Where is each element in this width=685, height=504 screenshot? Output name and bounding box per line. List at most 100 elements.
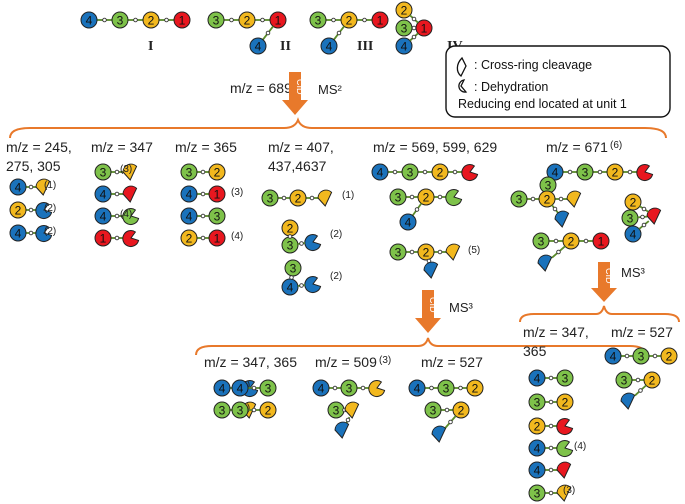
link-dot bbox=[332, 385, 338, 391]
cross-ring-cleavage-icon bbox=[456, 56, 467, 78]
link-dot bbox=[114, 169, 120, 175]
residue-number: 2 bbox=[562, 396, 569, 410]
residue-4 bbox=[431, 425, 447, 443]
residue-number: 3 bbox=[401, 22, 408, 36]
residue-4: 4 bbox=[180, 185, 198, 203]
link-dot bbox=[114, 213, 120, 219]
residue-3: 3 bbox=[532, 232, 550, 250]
residue-number: 3 bbox=[534, 487, 541, 501]
link-dot bbox=[638, 388, 643, 393]
residue-3: 3 bbox=[424, 401, 442, 419]
residue-1: 1 bbox=[415, 19, 433, 37]
residue-number: 2 bbox=[148, 14, 155, 28]
residue-1 bbox=[556, 461, 572, 479]
residue-2: 2 bbox=[556, 393, 574, 411]
footnote-n3: (3) bbox=[231, 187, 243, 198]
residue-number: 4 bbox=[534, 442, 541, 456]
residue-1: 1 bbox=[208, 185, 226, 203]
link-dot bbox=[309, 195, 315, 201]
residue-4 bbox=[35, 202, 53, 220]
residue-number: 2 bbox=[287, 222, 294, 236]
cid-label: CID bbox=[295, 79, 305, 95]
link-dot bbox=[28, 230, 34, 236]
residue-1: 1 bbox=[173, 11, 191, 29]
residue-number: 3 bbox=[290, 262, 297, 276]
residue-2: 2 bbox=[281, 219, 299, 237]
residue-2 bbox=[556, 484, 572, 502]
footnote-n4: (4) bbox=[120, 209, 132, 220]
residue-number: 4 bbox=[552, 166, 559, 180]
link-dot bbox=[200, 191, 206, 197]
residue-2: 2 bbox=[417, 243, 435, 261]
residue-3: 3 bbox=[632, 347, 650, 365]
residue-4: 4 bbox=[94, 207, 112, 225]
ms2-brace bbox=[9, 117, 667, 139]
label-r347-line2: 365 bbox=[523, 343, 547, 359]
link-dot bbox=[260, 17, 265, 23]
link-dot bbox=[624, 353, 630, 359]
residue-4: 4 bbox=[9, 224, 27, 242]
residue-2: 2 bbox=[289, 189, 307, 207]
link-dot bbox=[281, 195, 287, 201]
residue-2: 2 bbox=[259, 401, 277, 419]
residue-2: 2 bbox=[643, 371, 661, 389]
residue-number: 3 bbox=[214, 210, 221, 224]
residue-3: 3 bbox=[327, 401, 345, 419]
residue-number: 3 bbox=[545, 179, 552, 193]
residue-number: 2 bbox=[649, 374, 656, 388]
residue-number: 3 bbox=[538, 235, 545, 249]
residue-3: 3 bbox=[389, 188, 407, 206]
footnote-n4: (4) bbox=[574, 441, 586, 452]
link-dot bbox=[548, 445, 554, 451]
footnote-n5: (5) bbox=[468, 245, 480, 256]
residue-1 bbox=[122, 230, 140, 248]
residue-1: 1 bbox=[371, 11, 389, 29]
residue-4: 4 bbox=[231, 379, 249, 397]
link-dot bbox=[200, 169, 206, 175]
residue-number: 1 bbox=[179, 14, 186, 28]
residue-number: 4 bbox=[100, 210, 107, 224]
residue-3: 3 bbox=[615, 371, 633, 389]
residue-4: 4 bbox=[213, 379, 231, 397]
residue-2 bbox=[566, 190, 582, 208]
link-dot bbox=[114, 235, 120, 241]
residue-3 bbox=[122, 208, 140, 226]
link-dot bbox=[299, 283, 304, 288]
link-dot bbox=[548, 490, 554, 496]
ms3-brace-right bbox=[519, 305, 680, 323]
residue-4 bbox=[620, 392, 636, 410]
residue-number: 4 bbox=[237, 382, 244, 396]
residue-number: 3 bbox=[534, 396, 541, 410]
link-dot bbox=[635, 377, 641, 383]
residue-3: 3 bbox=[208, 207, 226, 225]
residue-number: 3 bbox=[315, 14, 322, 28]
residue-number: 4 bbox=[186, 210, 193, 224]
residue-number: 1 bbox=[214, 232, 221, 246]
residue-number: 3 bbox=[100, 166, 107, 180]
residue-2: 2 bbox=[528, 417, 546, 435]
link-dot bbox=[28, 207, 34, 213]
legend-box: : Cross-ring cleavage : Dehydration Redu… bbox=[445, 45, 671, 118]
residue-3: 3 bbox=[528, 393, 546, 411]
residue-number: 2 bbox=[612, 166, 619, 180]
residue-3: 3 bbox=[281, 236, 299, 254]
link-dot bbox=[265, 30, 271, 36]
link-dot bbox=[429, 385, 434, 391]
link-dot bbox=[444, 407, 450, 413]
residue-1: 1 bbox=[592, 232, 610, 250]
residue-number: 3 bbox=[346, 382, 353, 396]
residue-3: 3 bbox=[213, 401, 231, 419]
residue-2: 2 bbox=[660, 347, 678, 365]
link-dot bbox=[437, 249, 443, 255]
label-structure-iii: III bbox=[357, 39, 373, 54]
residue-number: 3 bbox=[582, 166, 589, 180]
residue-4: 4 bbox=[281, 278, 299, 296]
precursor-mz: m/z = 689 bbox=[230, 80, 292, 96]
link-dot bbox=[409, 249, 415, 255]
link-dot bbox=[392, 169, 398, 175]
residue-number: 2 bbox=[534, 420, 541, 434]
link-dot bbox=[287, 234, 293, 239]
label-671: m/z = 671 bbox=[546, 139, 608, 155]
legend-reducing-end: Reducing end located at unit 1 bbox=[458, 97, 627, 111]
